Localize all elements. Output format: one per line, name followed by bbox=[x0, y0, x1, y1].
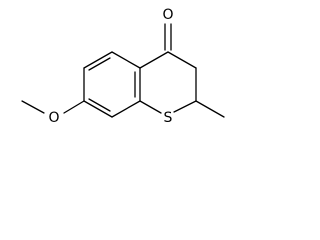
atom-label-carbonyl-oxygen: O bbox=[162, 7, 173, 23]
bond-c3-c4 bbox=[167, 51, 197, 69]
bond-ring-c6-c1 bbox=[111, 100, 141, 118]
atom-label-sulfur: S bbox=[164, 110, 173, 126]
bond-ring-inner-3 bbox=[88, 98, 111, 112]
bond-methoxy-methyl bbox=[21, 100, 45, 114]
bond-ring-oxygen bbox=[63, 100, 85, 114]
bond-ring-c3-c4 bbox=[83, 51, 113, 69]
bond-s-c2 bbox=[173, 100, 197, 113]
bond-c4-c4a bbox=[139, 51, 169, 69]
bond-ring-c5-c6 bbox=[83, 100, 113, 118]
bond-ring-inner-2 bbox=[88, 57, 111, 71]
atom-label-ether-oxygen: O bbox=[48, 110, 59, 126]
molecule-structure: O S O bbox=[21, 7, 225, 126]
bond-methyl bbox=[195, 100, 225, 118]
bond-ring-c2-c3 bbox=[111, 51, 141, 69]
bond-c8a-s bbox=[139, 100, 162, 114]
